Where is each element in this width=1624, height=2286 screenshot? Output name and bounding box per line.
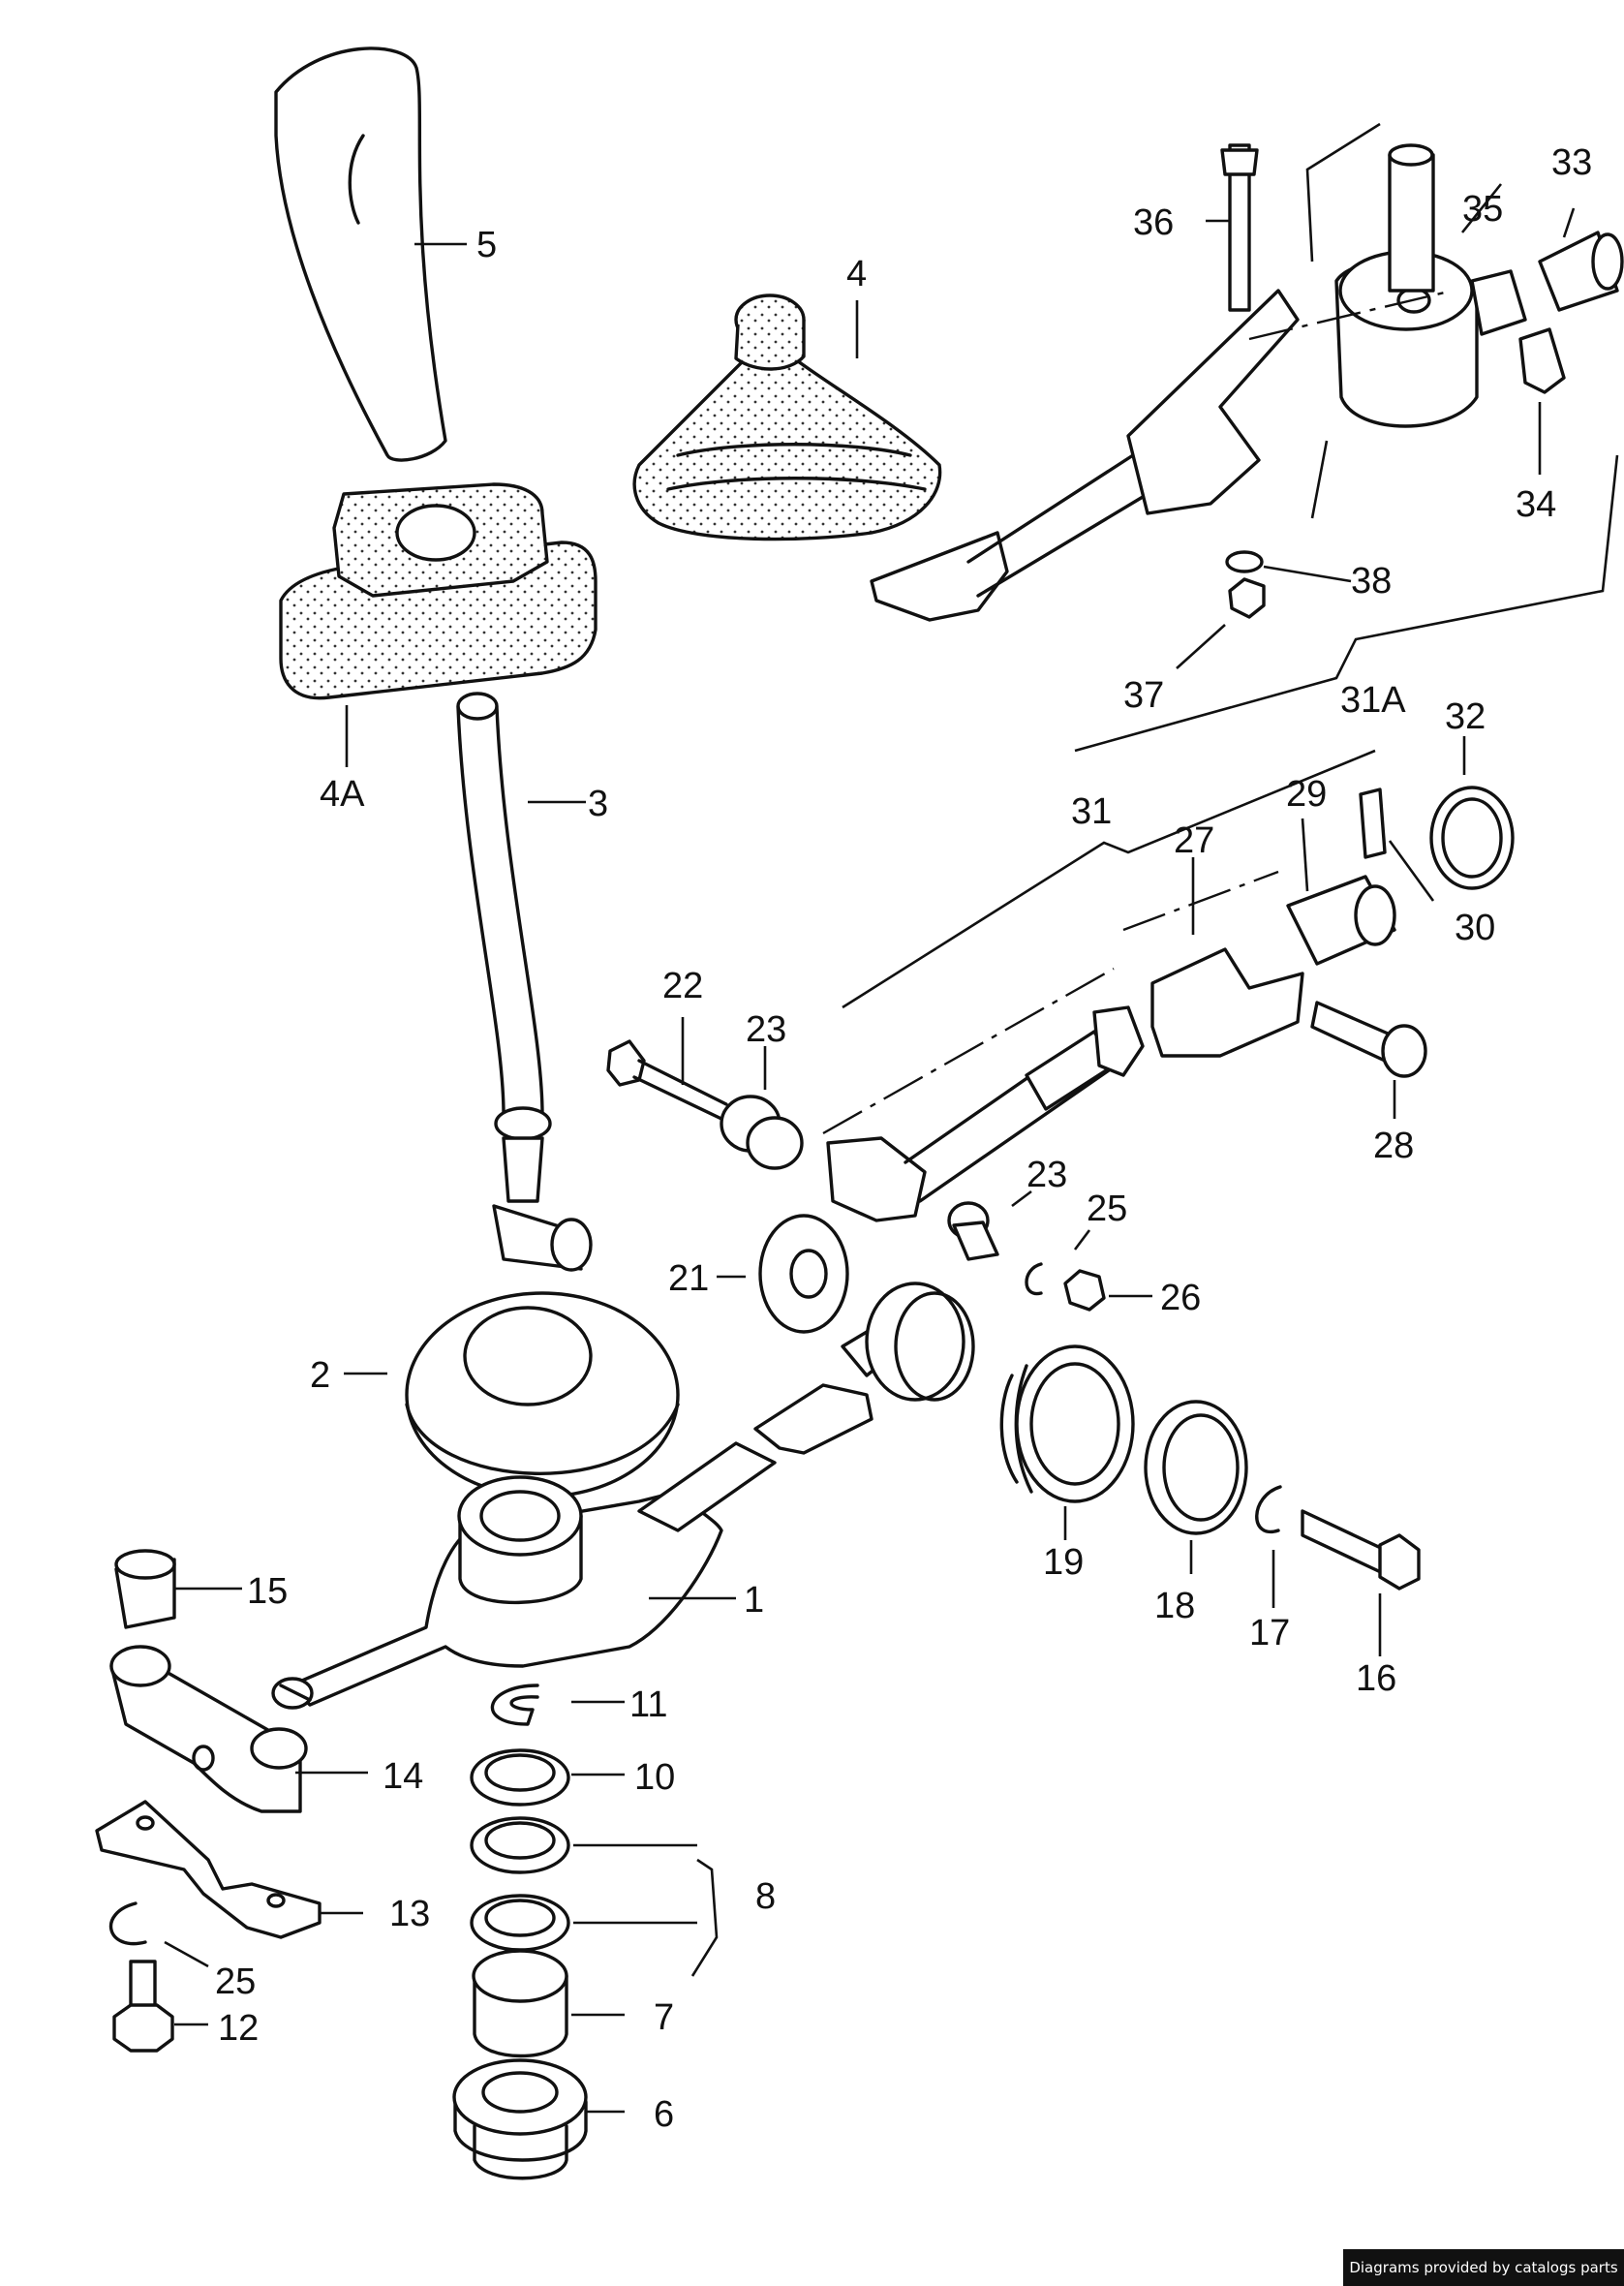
coupling-part — [1286, 875, 1396, 966]
label-29: 29 — [1286, 774, 1327, 815]
label-12: 12 — [218, 2008, 259, 2049]
ring-part — [1144, 1400, 1248, 1535]
bracket-part — [1150, 947, 1304, 1058]
nut-part — [1063, 1269, 1106, 1312]
label-28: 28 — [1373, 1126, 1414, 1166]
label-14: 14 — [383, 1756, 423, 1797]
bracket-plate-part — [95, 1800, 322, 1939]
label-18: 18 — [1154, 1586, 1195, 1626]
label-31a: 31A — [1340, 680, 1406, 721]
label-25-right: 25 — [1087, 1189, 1127, 1229]
pivot-bolt-part — [606, 1039, 728, 1121]
label-17: 17 — [1249, 1613, 1290, 1653]
pin-part — [1359, 788, 1387, 859]
label-8: 8 — [755, 1876, 776, 1917]
label-36: 36 — [1133, 202, 1174, 243]
label-19: 19 — [1043, 1542, 1084, 1583]
upper-linkage-part — [870, 143, 1624, 622]
shift-lever-part — [456, 692, 593, 1272]
label-2: 2 — [310, 1355, 330, 1396]
label-16: 16 — [1356, 1658, 1396, 1699]
knob-base-part — [279, 482, 598, 700]
label-30: 30 — [1455, 908, 1495, 948]
label-15: 15 — [247, 1571, 288, 1612]
credit-badge: Diagrams provided by catalogs parts — [1343, 2249, 1624, 2286]
label-22: 22 — [662, 966, 703, 1006]
lock-washer-part — [108, 1901, 147, 1946]
label-6: 6 — [654, 2094, 674, 2135]
label-32: 32 — [1445, 696, 1486, 737]
bolt-part — [1301, 1509, 1421, 1591]
label-13: 13 — [389, 1894, 430, 1934]
label-21: 21 — [668, 1258, 709, 1299]
bearing-bush-part — [452, 2058, 588, 2180]
bellows-part — [865, 1282, 1135, 1503]
shift-housing-part — [271, 1441, 777, 1710]
screw-part — [112, 1960, 174, 2053]
label-27: 27 — [1174, 820, 1214, 861]
washer-part — [758, 1214, 849, 1334]
label-35: 35 — [1462, 189, 1503, 230]
pivot-pin-part — [1310, 1001, 1427, 1078]
label-26: 26 — [1160, 1278, 1201, 1318]
label-33: 33 — [1551, 142, 1592, 183]
label-34: 34 — [1516, 484, 1556, 525]
label-25-left: 25 — [215, 1962, 256, 2002]
label-4a: 4A — [320, 774, 365, 815]
guide-bush-part — [472, 1949, 568, 2058]
label-10: 10 — [634, 1757, 675, 1798]
label-5: 5 — [476, 225, 497, 265]
label-37: 37 — [1123, 675, 1164, 716]
label-4: 4 — [846, 254, 867, 294]
lever-arm-part — [109, 1645, 308, 1813]
pivot-bush-part — [720, 1095, 804, 1170]
clip-part — [1255, 1485, 1282, 1534]
shift-boot-part — [632, 293, 942, 541]
ball-cup-part — [405, 1291, 680, 1498]
label-31: 31 — [1071, 791, 1112, 832]
clamp-part — [1429, 786, 1515, 890]
sleeve-part — [114, 1549, 176, 1629]
linkage-rod-part — [826, 1005, 1145, 1222]
washer-stack-part — [470, 1748, 570, 1952]
label-3: 3 — [588, 784, 608, 824]
label-23-left: 23 — [746, 1009, 786, 1050]
label-1: 1 — [744, 1580, 764, 1621]
label-23-right: 23 — [1026, 1155, 1067, 1195]
clip-small-part — [1025, 1262, 1043, 1296]
label-7: 7 — [654, 1997, 674, 2038]
circlip-part — [490, 1684, 539, 1726]
bushing-part — [947, 1201, 999, 1261]
label-38: 38 — [1351, 561, 1392, 602]
shift-knob-part — [274, 46, 447, 462]
label-11: 11 — [629, 1684, 667, 1725]
